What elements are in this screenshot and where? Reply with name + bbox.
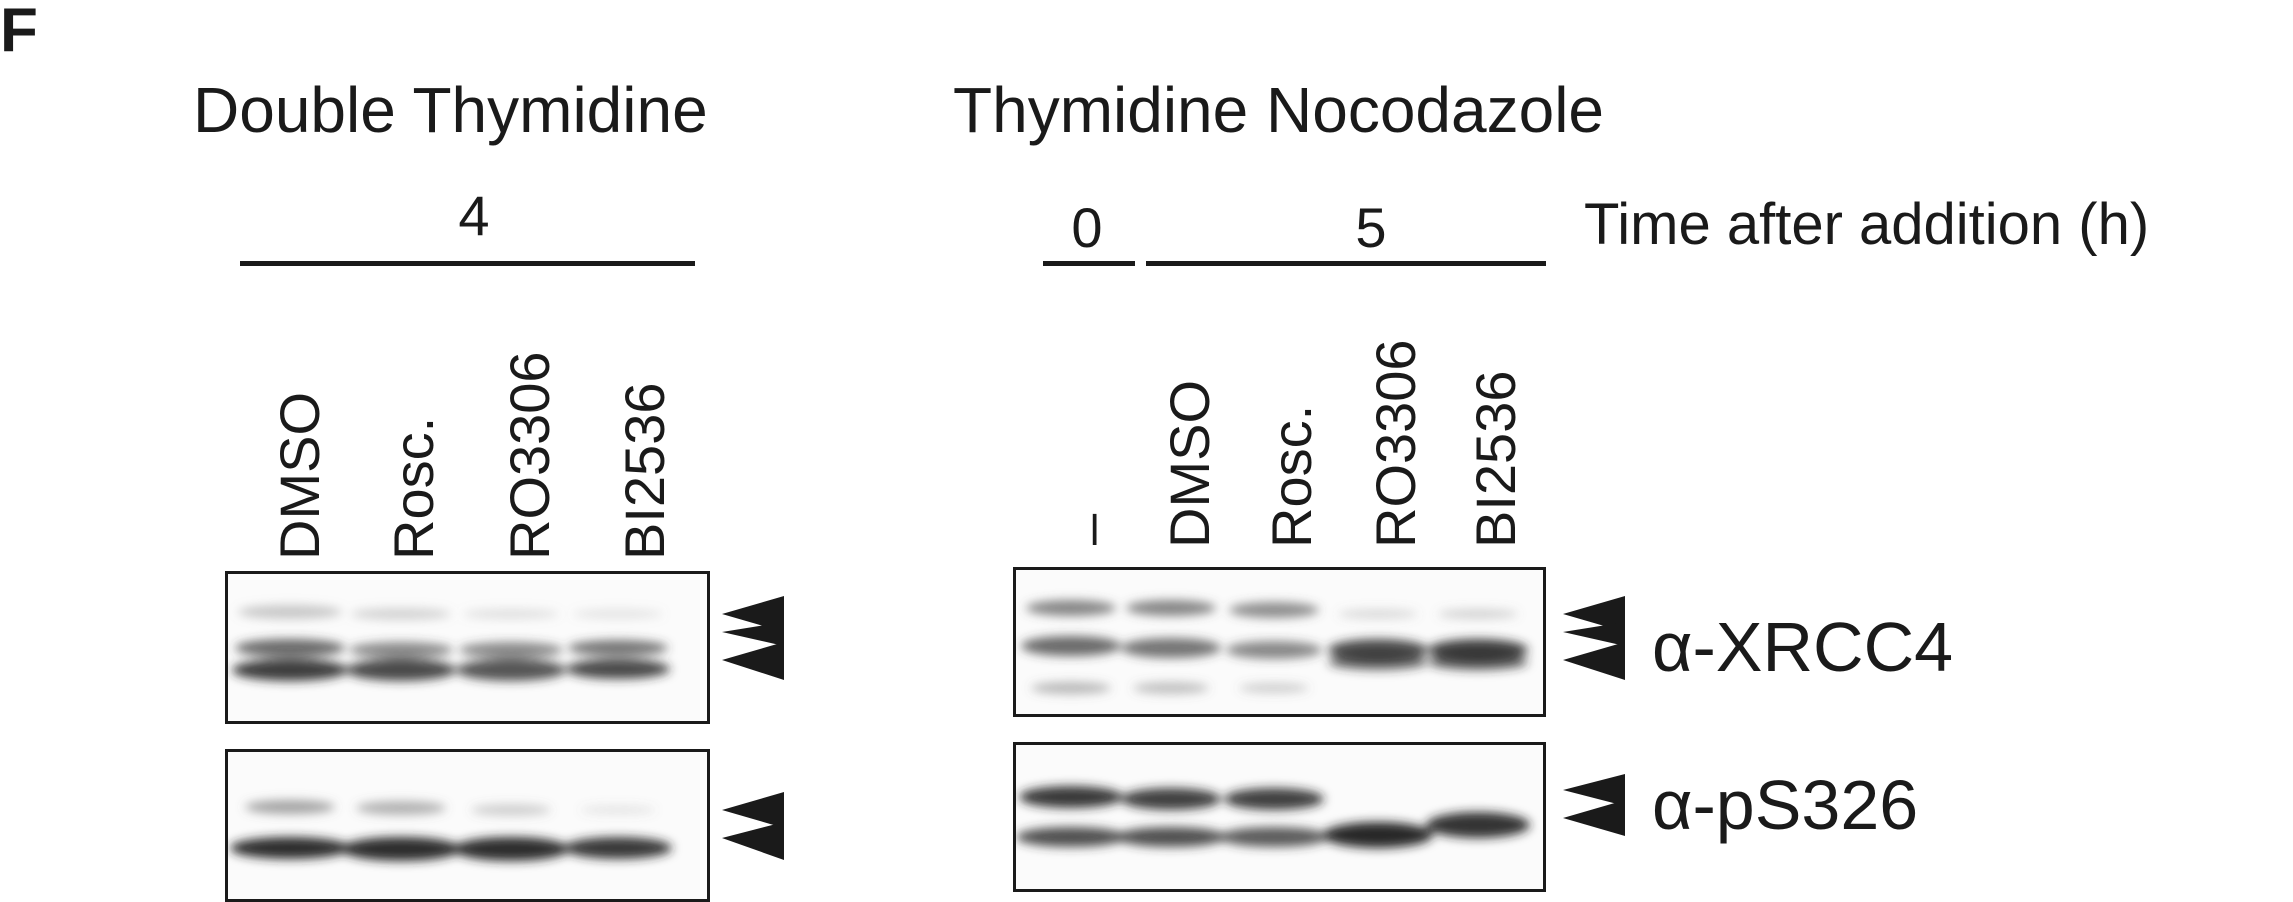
- right-time-value-0: 0: [1071, 196, 1103, 259]
- right-time-value-5: 5: [1355, 196, 1387, 259]
- left-lane-label-dmso: DMSO: [268, 392, 331, 560]
- right-lane-label-untreated: –: [1058, 513, 1121, 545]
- right-time-bar-5: [1146, 261, 1546, 266]
- right-ps326-blot: [1013, 742, 1546, 892]
- right-lane-label-ro3306: RO3306: [1364, 339, 1427, 548]
- time-axis-label: Time after addition (h): [1584, 192, 2150, 257]
- left-panel-title: Double Thymidine: [193, 74, 708, 146]
- antibody-label-ps326: α-pS326: [1652, 766, 1919, 844]
- right-ps326-arrowheads: [1563, 774, 1625, 836]
- left-lane-label-bi2536: BI2536: [613, 382, 676, 561]
- right-xrcc4-arrowheads: [1563, 596, 1625, 686]
- left-lane-label-rosc: Rosc.: [382, 416, 445, 560]
- right-lane-label-dmso: DMSO: [1158, 380, 1221, 548]
- right-time-bar-0: [1043, 261, 1135, 266]
- right-lane-label-bi2536: BI2536: [1464, 370, 1527, 549]
- left-xrcc4-arrowheads: [722, 596, 784, 686]
- left-ps326-blot: [225, 749, 710, 902]
- left-lane-label-ro3306: RO3306: [498, 351, 561, 560]
- right-xrcc4-blot: [1013, 567, 1546, 717]
- panel-label: F: [0, 0, 38, 65]
- left-time-bar: [240, 261, 695, 266]
- right-panel-title: Thymidine Nocodazole: [953, 74, 1604, 146]
- left-time-value: 4: [458, 184, 490, 247]
- left-ps326-arrowheads: [722, 792, 784, 860]
- right-lane-label-rosc: Rosc.: [1260, 404, 1323, 548]
- antibody-label-xrcc4: α-XRCC4: [1652, 608, 1954, 686]
- left-xrcc4-blot: [225, 571, 710, 724]
